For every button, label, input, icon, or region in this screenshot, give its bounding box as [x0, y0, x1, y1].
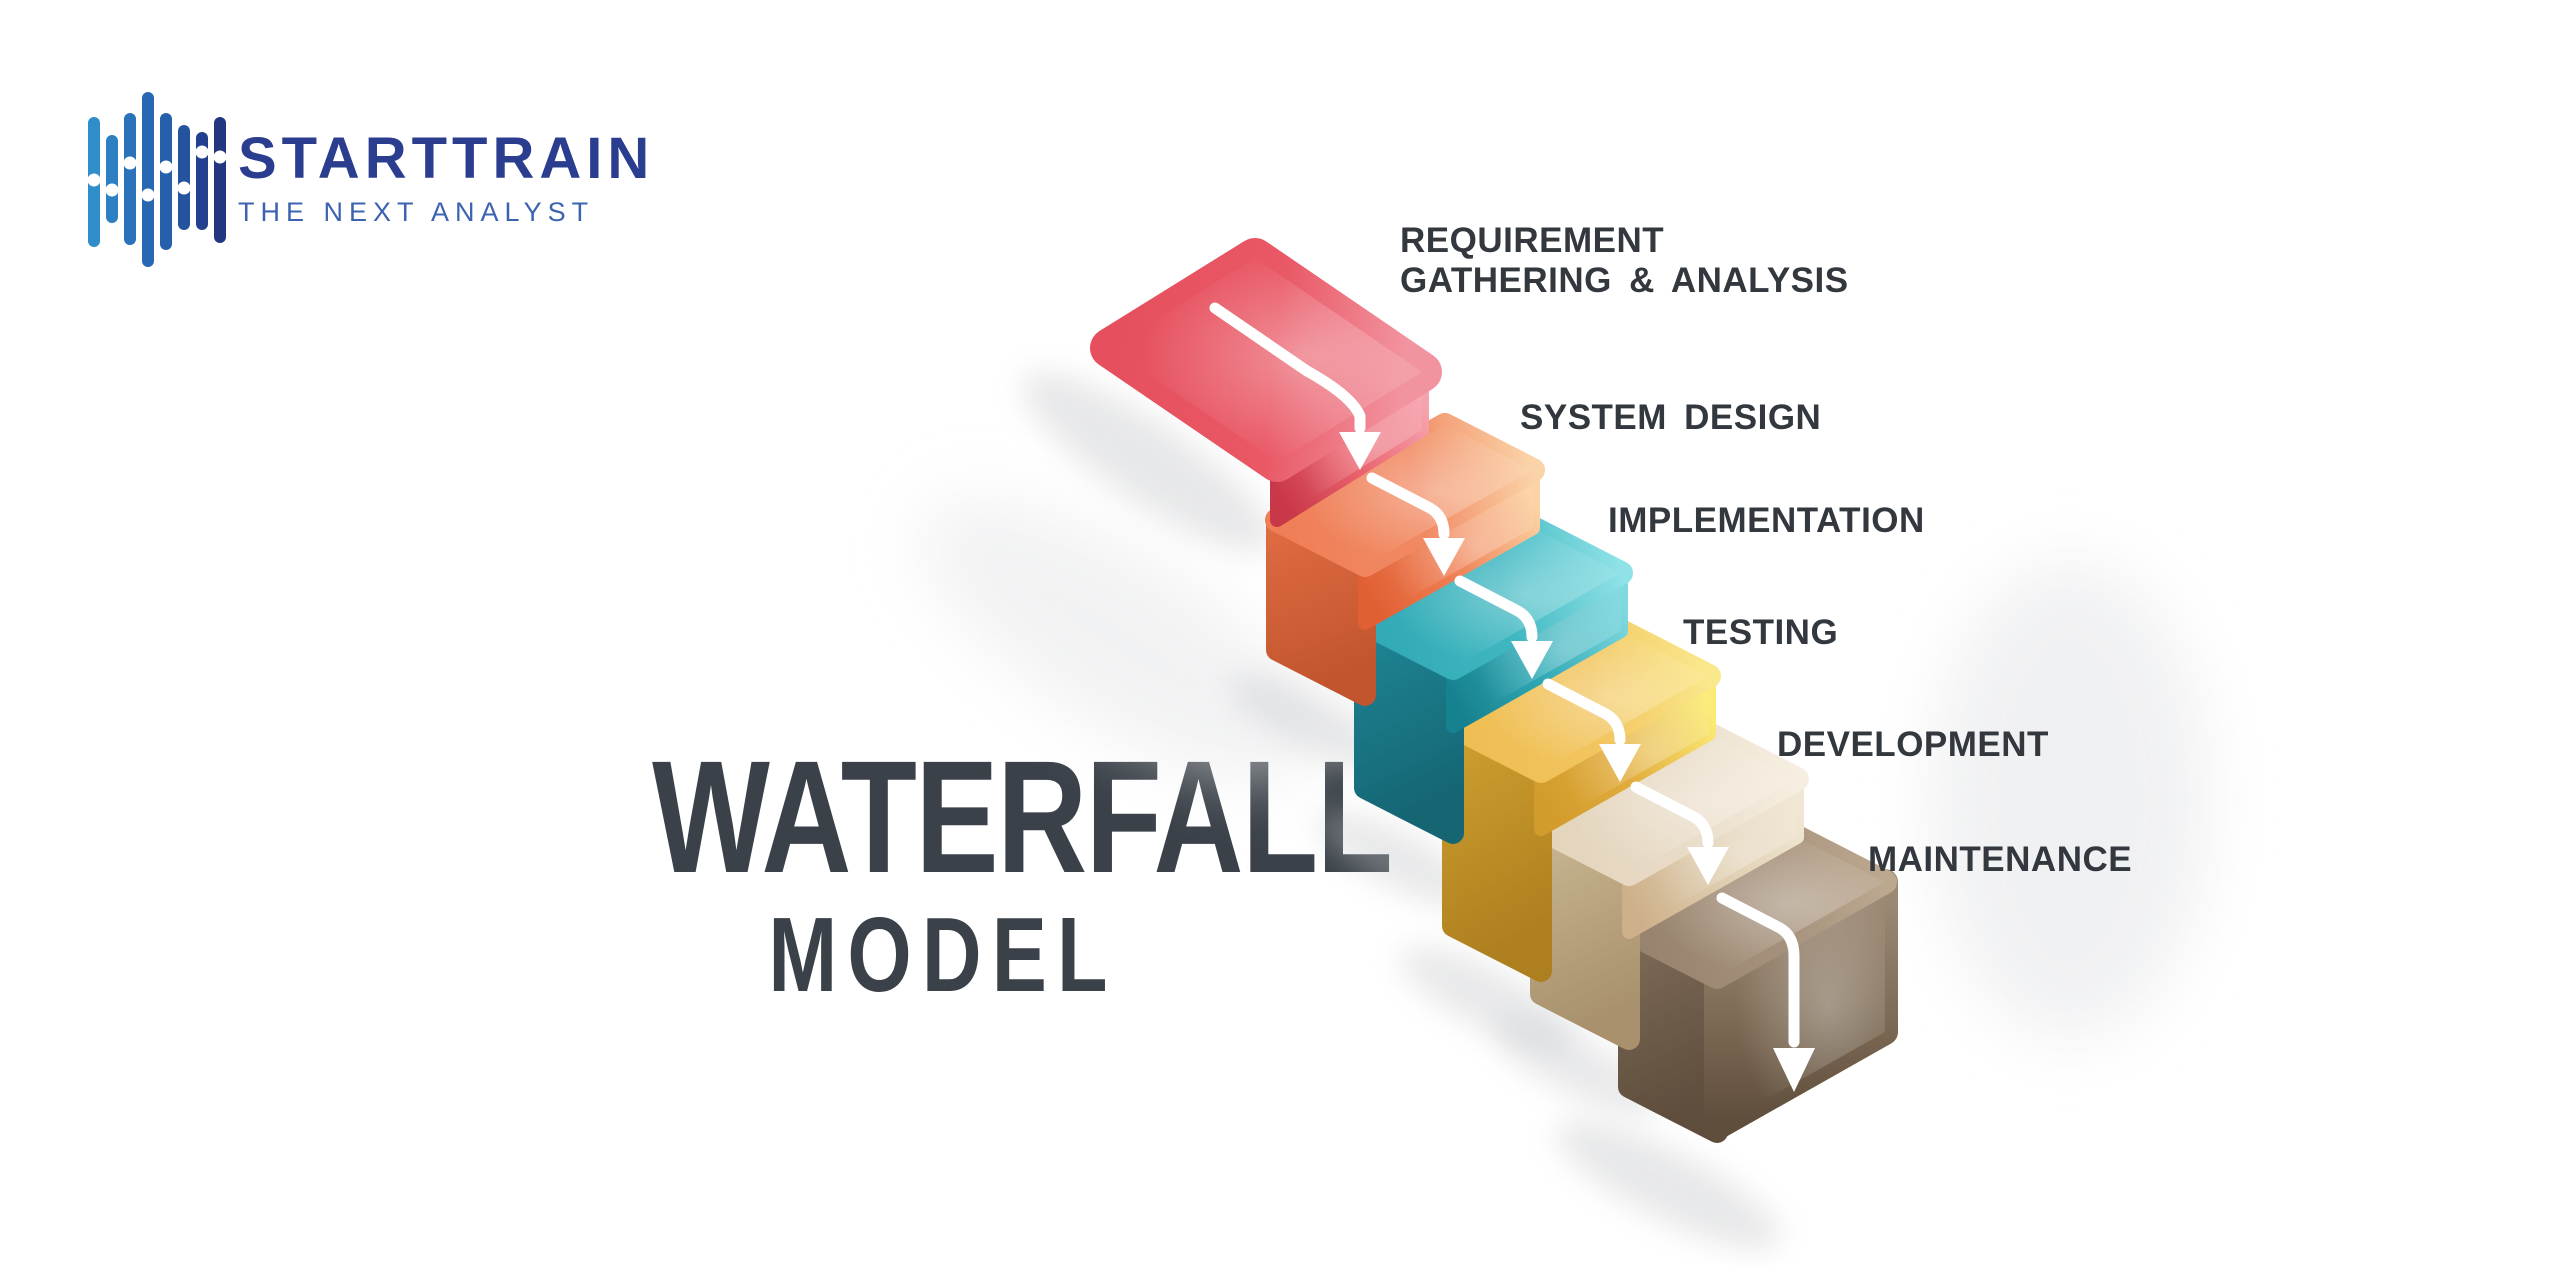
brand-name: STARTTRAIN	[238, 126, 655, 191]
step-label-implementation: IMPLEMENTATION	[1608, 501, 1925, 541]
step-label-line: SYSTEM DESIGN	[1520, 398, 1822, 437]
step-1-requirement	[1090, 238, 1442, 527]
flow-arrow-6	[1716, 892, 1800, 1048]
step-label-line: GATHERING & ANALYSIS	[1400, 261, 1849, 300]
step-label-maintenance: MAINTENANCE	[1868, 840, 2132, 880]
flow-arrow-2	[1366, 472, 1450, 540]
flow-arrow-3-head	[1511, 641, 1553, 679]
flow-arrow-2-head	[1423, 538, 1465, 576]
waveform-equalizer-icon	[87, 92, 227, 267]
flow-arrow-1-head	[1339, 432, 1381, 470]
main-subtitle: MODEL	[768, 896, 1118, 1015]
step-label-line: TESTING	[1683, 613, 1839, 652]
step-label-line: DEVELOPMENT	[1777, 725, 2049, 764]
logo-text: STARTTRAIN THE NEXT ANALYST	[238, 130, 654, 228]
flow-arrow-5	[1630, 781, 1714, 849]
step-label-line: MAINTENANCE	[1868, 840, 2133, 879]
step-label-development: DEVELOPMENT	[1777, 725, 2049, 765]
flow-arrow-4	[1542, 678, 1626, 746]
step-6-front-sheen	[1717, 882, 1885, 1127]
soft-shadows	[919, 371, 2210, 1250]
flow-arrow-1	[1209, 302, 1366, 434]
step-label-testing: TESTING	[1683, 613, 1838, 653]
step-6-maintenance	[1617, 825, 1898, 1143]
step-6-top-sheen	[1629, 837, 1885, 977]
flow-arrow-4-head	[1599, 744, 1641, 782]
flow-arrow-3	[1454, 575, 1538, 643]
step-label-system-design: SYSTEM DESIGN	[1520, 398, 1821, 438]
step-label-line: IMPLEMENTATION	[1608, 501, 1925, 540]
flow-arrow-5-head	[1687, 847, 1729, 885]
step-1-top-sheen	[1110, 258, 1422, 462]
step-label-requirement: REQUIREMENT GATHERING & ANALYSIS	[1400, 221, 1849, 301]
step-label-line: REQUIREMENT	[1400, 221, 1665, 260]
flow-arrow-6-head	[1773, 1048, 1815, 1092]
brand-tagline: THE NEXT ANALYST	[238, 197, 595, 227]
flow-arrows	[1209, 302, 1815, 1092]
